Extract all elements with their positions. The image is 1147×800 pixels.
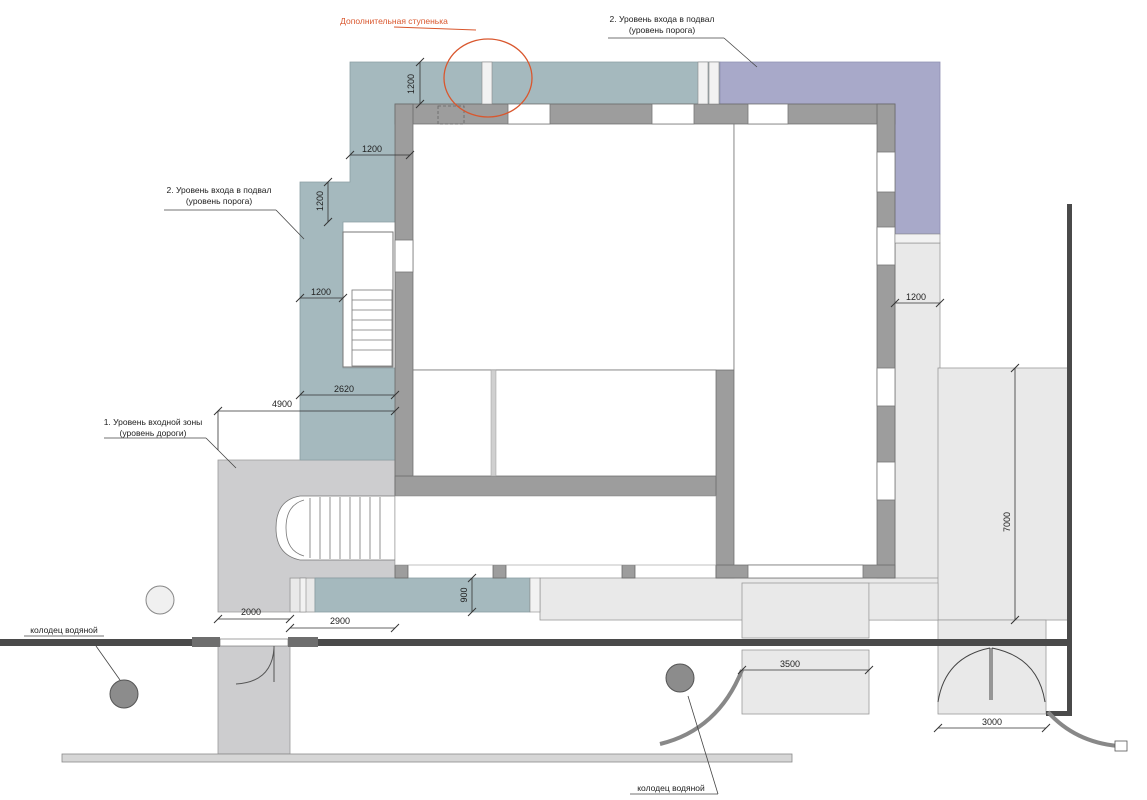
extra-step <box>481 61 493 105</box>
dim-7000: 7000 <box>1002 512 1012 532</box>
post-2 <box>492 564 507 579</box>
dim-2000: 2000 <box>241 607 261 617</box>
dimension-ticks <box>213 57 1051 733</box>
blue-front-path <box>314 577 531 613</box>
step-right-1 <box>697 61 709 105</box>
note-well-bottom: колодец водяной <box>637 783 705 793</box>
tree-circle <box>145 585 175 615</box>
note-basement-top-1: 2. Уровень входа в подвал <box>610 14 715 24</box>
gate-right-post <box>288 637 318 647</box>
note-entry-zone-1: 1. Уровень входной зоны <box>104 417 203 427</box>
gate-arc-right <box>1046 710 1119 748</box>
room-right <box>733 123 878 566</box>
dim-1200-top: 1200 <box>406 74 416 94</box>
windows <box>394 103 896 579</box>
note-basement-top-2: (уровень порога) <box>629 25 695 35</box>
dim-3000: 3000 <box>982 717 1002 727</box>
note-basement-left-2: (уровень порога) <box>186 196 252 206</box>
light-paving <box>289 242 1069 715</box>
dim-900: 900 <box>459 587 469 602</box>
garage-bay <box>741 582 870 639</box>
dimension-lines <box>217 62 1046 729</box>
step-right-strip <box>894 233 941 244</box>
partition <box>490 369 497 477</box>
entry-walkway <box>217 643 291 755</box>
step-right-2 <box>708 61 720 105</box>
gate-opening <box>219 638 289 647</box>
room-main <box>412 123 735 371</box>
gate-door-swing <box>235 646 275 685</box>
note-extra-step: Дополнительная ступенька <box>340 16 448 26</box>
entrance-stair <box>275 495 396 561</box>
post-1 <box>394 564 409 579</box>
wall-inner-vertical <box>715 369 735 579</box>
note-basement-left-1: 2. Уровень входа в подвал <box>167 185 272 195</box>
gate-arc-end <box>1114 740 1128 752</box>
stair-treads-left <box>351 289 393 367</box>
gate-double-swing <box>937 647 1046 703</box>
dim-4900: 4900 <box>272 399 292 409</box>
extra-step-highlight <box>443 38 533 118</box>
note-entry-zone-2: (уровень дороги) <box>120 428 187 438</box>
step-front-1 <box>529 577 541 613</box>
parking-area <box>937 367 1069 621</box>
leaders <box>24 37 758 795</box>
dim-1200-c: 1200 <box>311 287 331 297</box>
dashed-opening <box>437 105 465 125</box>
dim-1200-b: 1200 <box>315 191 325 211</box>
gate-left-post <box>192 637 220 647</box>
bottom-road-edge <box>61 753 793 763</box>
dim-2620: 2620 <box>334 384 354 394</box>
step-front-2 <box>299 577 307 613</box>
note-well-left: колодец водяной <box>30 625 98 635</box>
garage-floor <box>868 582 939 621</box>
dim-3500: 3500 <box>780 659 800 669</box>
wall-left <box>394 103 414 497</box>
well-bottom <box>665 663 695 693</box>
dim-2900: 2900 <box>330 616 350 626</box>
entrance-landing <box>394 495 717 566</box>
stair-well <box>342 231 394 368</box>
fence-right-foot <box>1046 711 1072 716</box>
paving-right-strip <box>894 242 941 621</box>
fence-right <box>1067 204 1072 716</box>
extra-step-leader <box>393 26 477 31</box>
room-lower-left <box>412 369 717 477</box>
driveway-3500 <box>741 649 870 715</box>
dim-1200-a: 1200 <box>362 144 382 154</box>
wall-inner-horizontal <box>394 475 736 497</box>
gate-arc-left <box>659 669 744 746</box>
fence-main <box>0 639 1070 646</box>
dim-1200-right: 1200 <box>906 292 926 302</box>
post-3 <box>621 564 636 579</box>
well-left <box>109 679 139 709</box>
